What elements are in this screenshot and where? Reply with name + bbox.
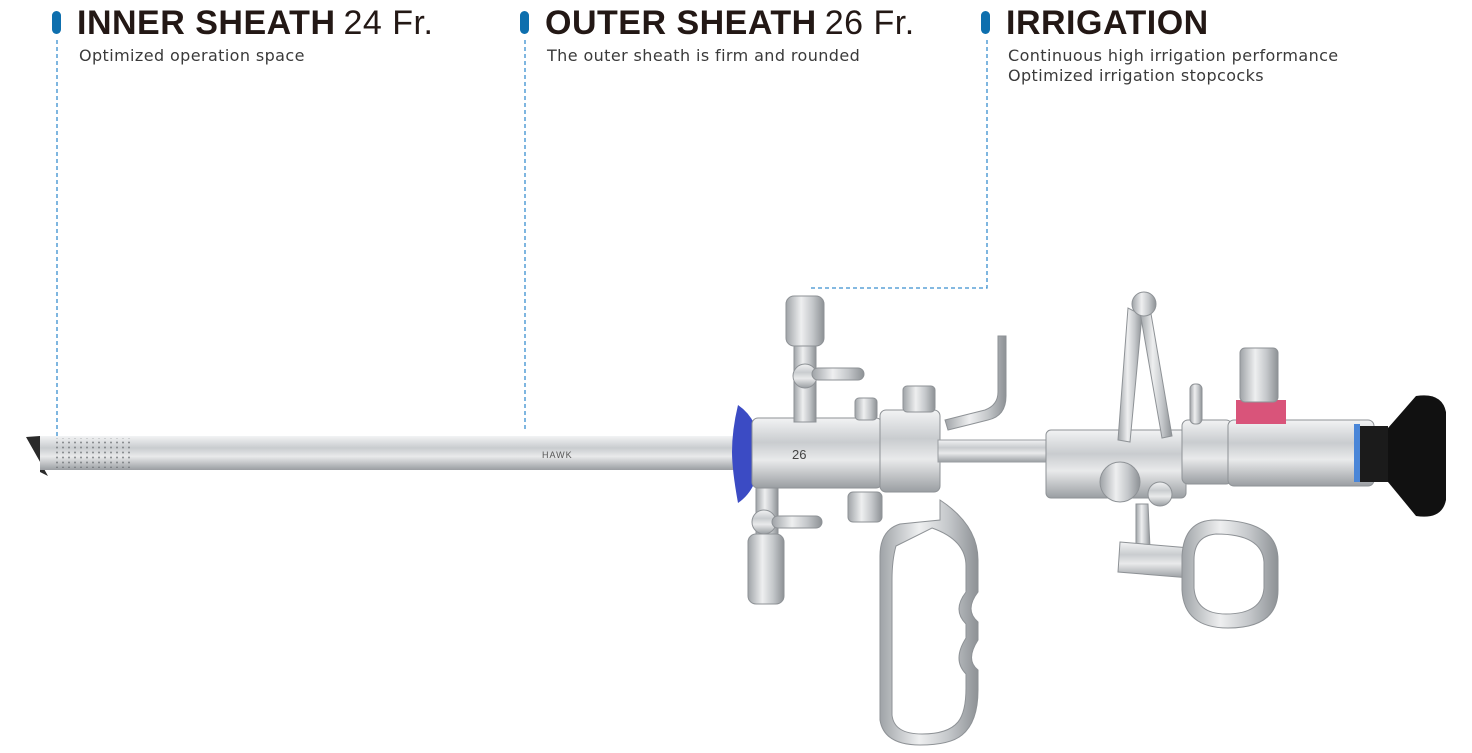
lower-irrigation-stopcock: [747, 487, 823, 605]
thumb-ring: [1117, 503, 1279, 629]
eyepiece: [1388, 395, 1446, 517]
brand-mark: HAWK: [542, 450, 573, 460]
hook-lever: [944, 335, 1007, 431]
sheath-body: 26: [751, 385, 1059, 523]
leader-lines: [56, 40, 988, 440]
sheath-tube: HAWK: [26, 436, 740, 476]
working-element: [1045, 291, 1233, 507]
upper-irrigation-stopcock: [785, 295, 865, 423]
eyepiece-ring: [1354, 424, 1360, 482]
inner-sheath-description: Optimized operation space: [79, 46, 305, 65]
irrigation-description-1: Continuous high irrigation performance: [1008, 46, 1339, 65]
irrigation-marker-icon: [981, 11, 990, 34]
light-post: [1239, 347, 1279, 403]
finger-grip: [879, 499, 979, 746]
telescope: [1227, 347, 1446, 517]
irrigation-leader-line: [808, 40, 988, 289]
irrigation-title: IRRIGATION: [1006, 4, 1209, 42]
pink-ring: [1236, 400, 1286, 424]
size-mark: 26: [792, 447, 806, 462]
inner-sheath-marker-icon: [52, 11, 61, 34]
irrigation-description-2: Optimized irrigation stopcocks: [1008, 66, 1264, 85]
outer-sheath-marker-icon: [520, 11, 529, 34]
outer-sheath-description: The outer sheath is firm and rounded: [547, 46, 861, 65]
